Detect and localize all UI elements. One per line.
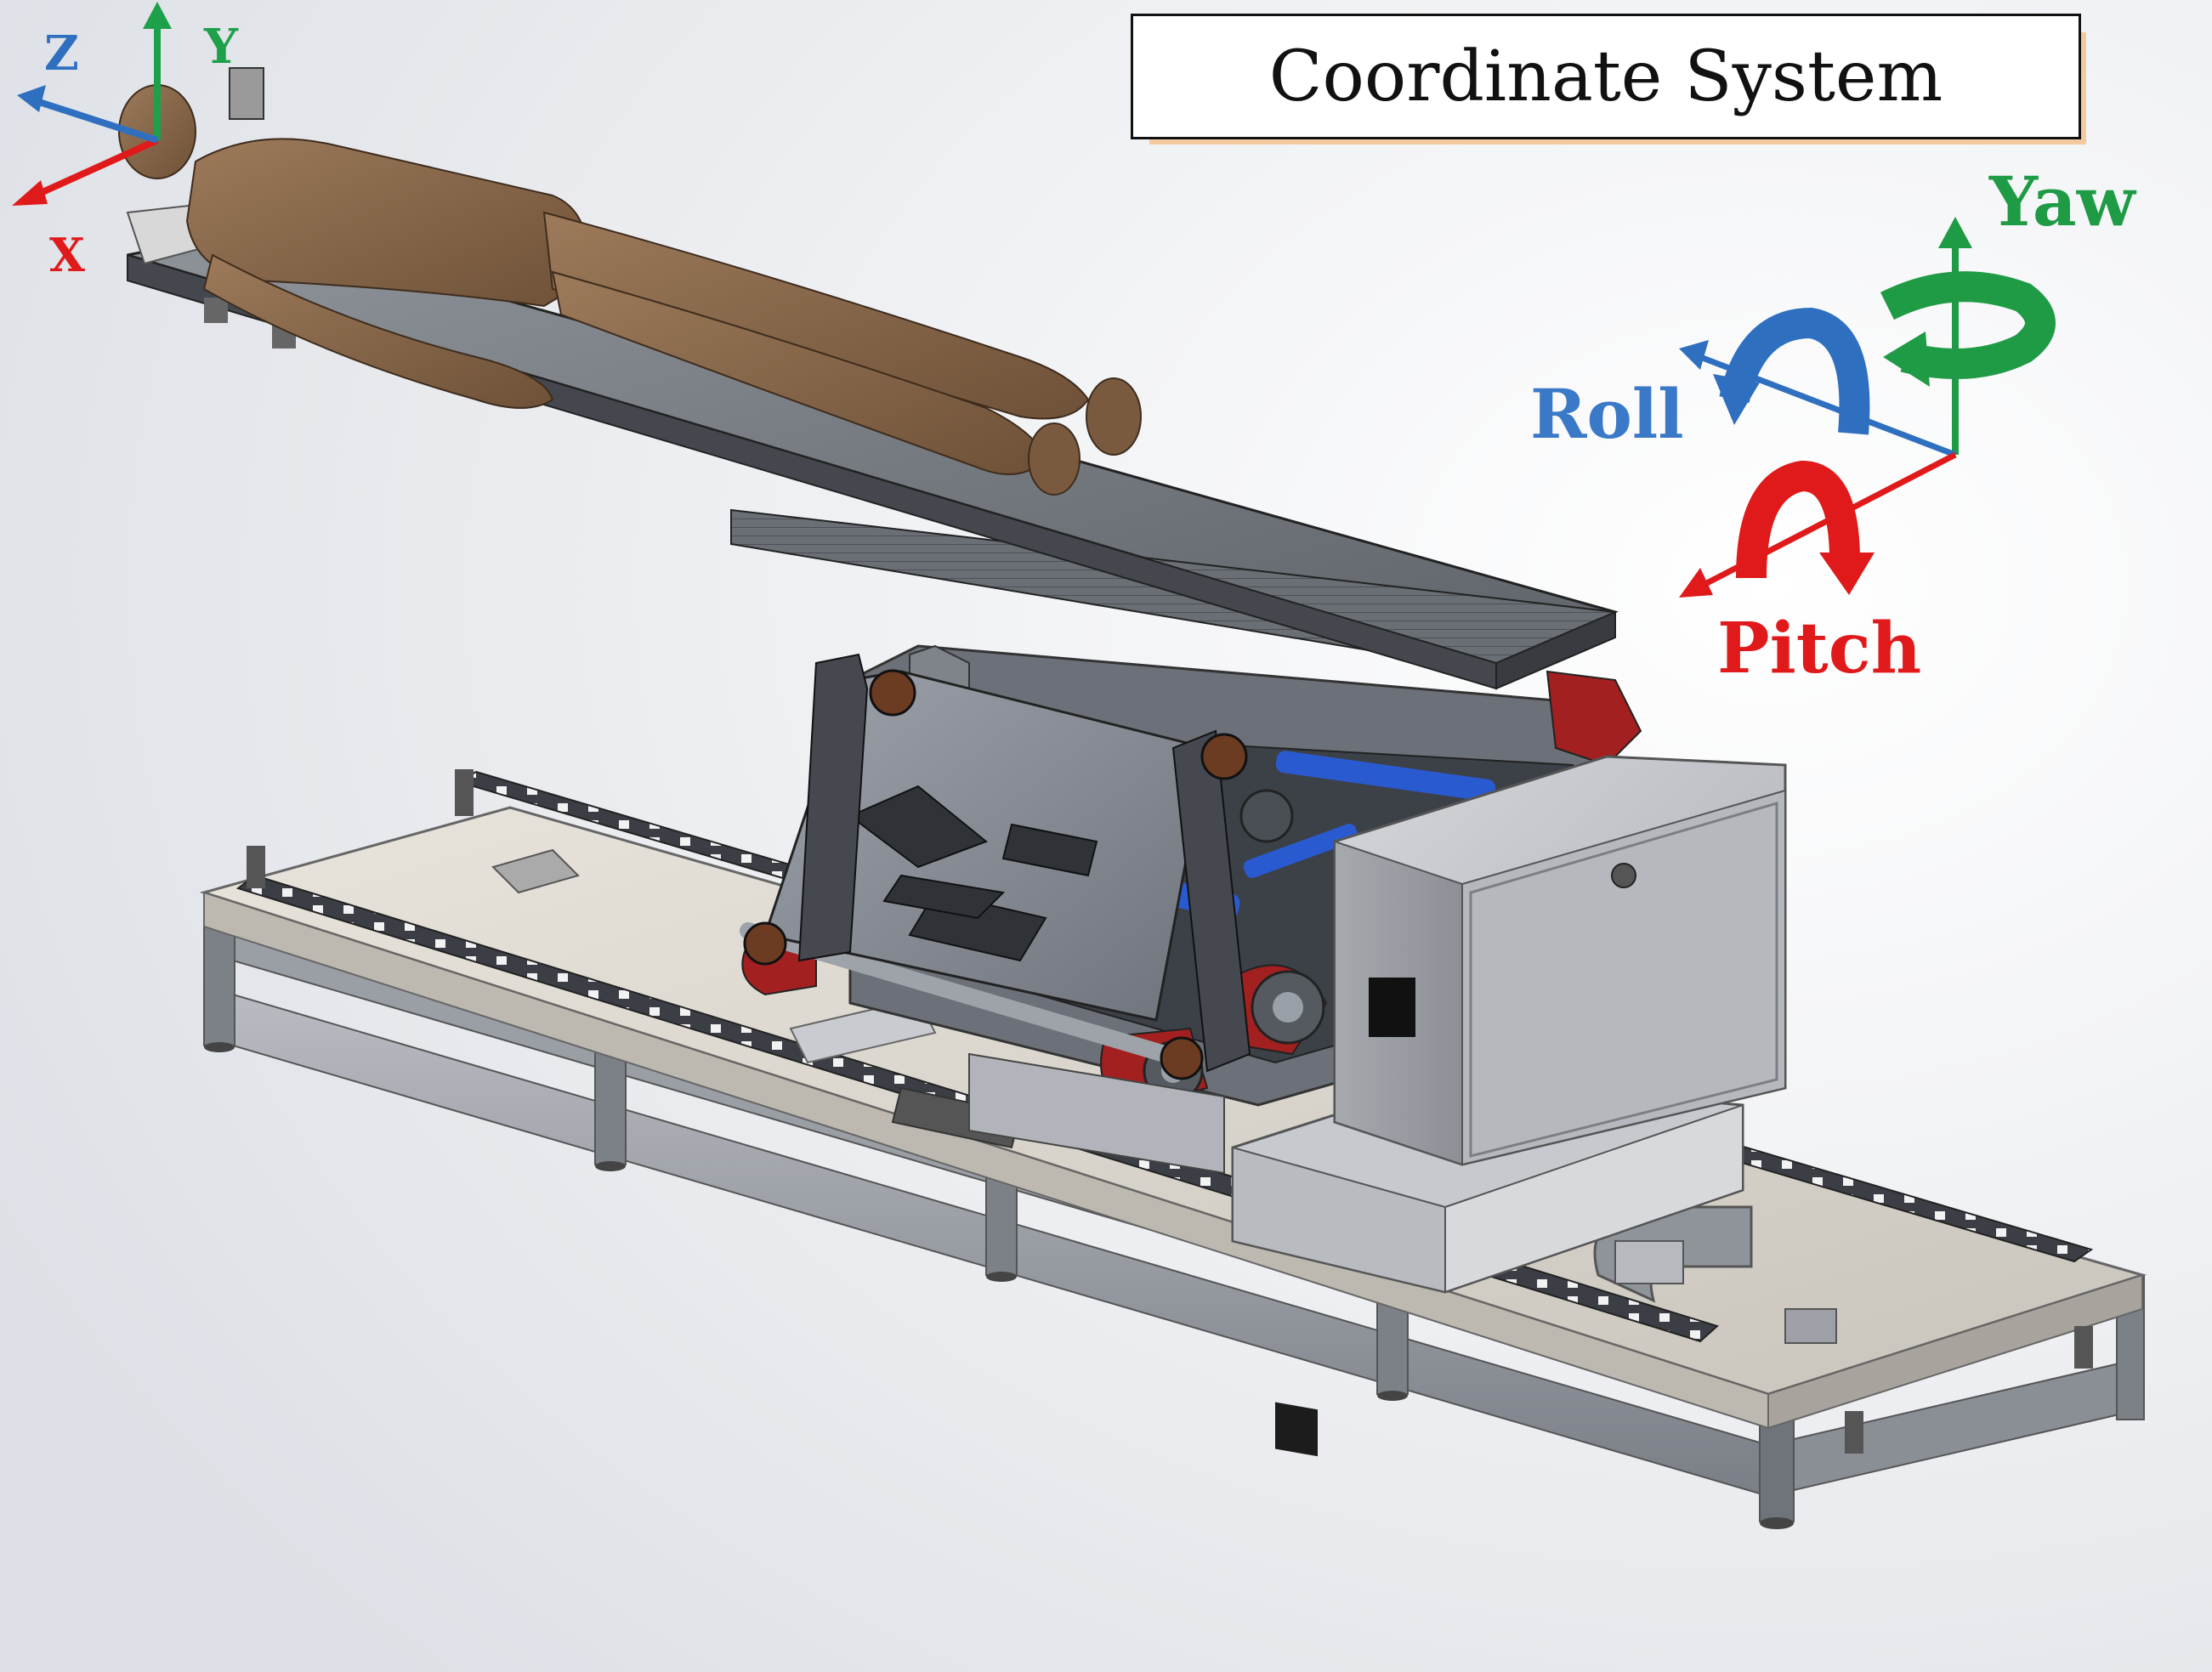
patient-coordinate-axes [12,2,172,206]
diagram-title-box: Coordinate System [1131,14,2081,139]
y-axis-label: Y [204,19,238,75]
x-axis-arrow [24,137,159,203]
patient-mannequin [118,67,1142,496]
x-axis-label: X [49,228,85,282]
rotation-axes [1679,217,2056,598]
roll-rotation-arrow [1719,307,1870,435]
pitch-rotation-arrow [1736,460,1860,579]
yaw-label: Yaw [1989,162,2135,241]
pitch-label: Pitch [1717,608,1922,689]
diagram-title: Coordinate System [1268,36,1943,117]
control-cabinet [1231,755,1787,1457]
yaw-rotation-arrow [1880,271,2056,379]
roll-label: Roll [1530,374,1684,454]
z-axis-label: Z [44,26,79,82]
z-axis-arrow [32,97,159,144]
